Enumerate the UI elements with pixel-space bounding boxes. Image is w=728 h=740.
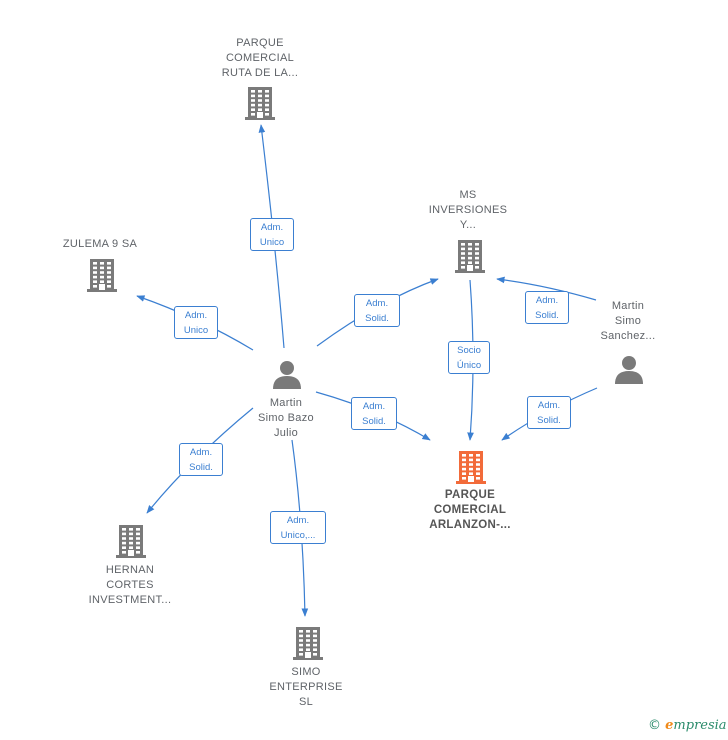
node-label-ms_inv[interactable]: MS INVERSIONES Y... [418,188,518,233]
node-label-line: PARQUE [236,37,284,49]
edge-label-line: Solid. [535,310,559,321]
building-icon-zulema[interactable] [87,259,117,292]
node-label-line: RUTA DE LA... [221,67,299,79]
edge-label-line: Único [456,360,482,371]
edge-label-line: Adm. [184,310,208,321]
building-icon-parque_ruta[interactable] [245,87,275,120]
node-label-line: COMERCIAL [433,504,507,516]
icons-layer [87,87,643,660]
node-label-simo_ent[interactable]: SIMO ENTERPRISE SL [256,665,356,710]
node-label-line: Simo Bazo [258,412,314,424]
node-label-line: PARQUE [444,489,496,501]
building-icon-simo_ent[interactable] [293,627,323,660]
edge-label-e9[interactable]: Adm. Solid. [527,396,571,429]
edge-label-line: Unico,... [280,530,316,541]
footer-brand[interactable]: © empresia [648,718,727,733]
node-label-line: ARLANZON-... [429,519,511,531]
node-label-parque_ruta[interactable]: PARQUE COMERCIAL RUTA DE LA... [210,36,310,81]
node-label-line: SL [298,696,314,708]
edge-label-line: Adm. [535,295,559,306]
node-label-line: Martin [611,300,645,312]
edge-label-line: Solid. [189,462,213,473]
edges-layer [136,124,598,617]
brand-initial: e [665,718,674,733]
node-label-line: Y... [459,219,477,231]
edge-label-e6[interactable]: Adm. Unico,... [270,511,326,544]
person-icon-martin_bazo[interactable] [273,361,301,389]
node-label-line: COMERCIAL [225,52,295,64]
node-label-line: INVESTMENT... [88,594,172,606]
building-icon-hernan[interactable] [116,525,146,558]
edge-label-line: Adm. [286,515,310,526]
node-label-parque_arlanzon[interactable]: PARQUE COMERCIAL ARLANZON-... [415,488,525,533]
edge-label-e4[interactable]: Adm. Solid. [179,443,223,476]
node-label-line: SIMO [291,666,321,678]
node-label-line: ENTERPRISE [269,681,343,693]
node-label-line: Martin [269,397,303,409]
edge-label-line: Unico [183,325,209,336]
node-label-zulema[interactable]: ZULEMA 9 SA [50,237,150,252]
building-icon-focus-parque_arlanzon[interactable] [456,451,486,484]
brand-name: mpresia [673,718,727,733]
edge-label-line: Unico [259,237,285,248]
node-label-line: CORTES [106,579,154,591]
edge-label-e8[interactable]: Adm. Solid. [525,291,569,324]
edge-label-line: Adm. [537,400,561,411]
node-label-line: INVERSIONES [428,204,508,216]
edge-label-line: Socio [457,345,481,356]
node-label-line: MS [459,189,477,201]
edge-label-line: Adm. [362,401,386,412]
node-label-hernan[interactable]: HERNAN CORTES INVESTMENT... [75,563,185,608]
edge-label-line: Adm. [189,447,213,458]
edge-label-e2[interactable]: Adm. Unico [174,306,218,339]
building-icon-ms_inv[interactable] [455,240,485,273]
node-label-line: Simo [614,315,642,327]
edge-label-e5[interactable]: Adm. Solid. [351,397,397,430]
edge-label-line: Solid. [537,415,561,426]
edge-line-e8 [496,276,597,301]
edge-label-line: Solid. [365,313,389,324]
edge-label-line: Adm. [260,222,284,233]
node-label-line: Sanchez... [600,330,656,342]
edge-label-e1[interactable]: Adm. Unico [250,218,294,251]
copyright-symbol: © [648,718,661,733]
edge-label-line: Solid. [362,416,386,427]
edge-label-line: Adm. [365,298,389,309]
node-label-line: HERNAN [105,564,155,576]
edge-label-e3[interactable]: Adm. Solid. [354,294,400,327]
node-label-line: Julio [273,427,299,439]
node-label-line: ZULEMA 9 SA [62,238,138,250]
person-icon-martin_sanchez[interactable] [615,356,643,384]
